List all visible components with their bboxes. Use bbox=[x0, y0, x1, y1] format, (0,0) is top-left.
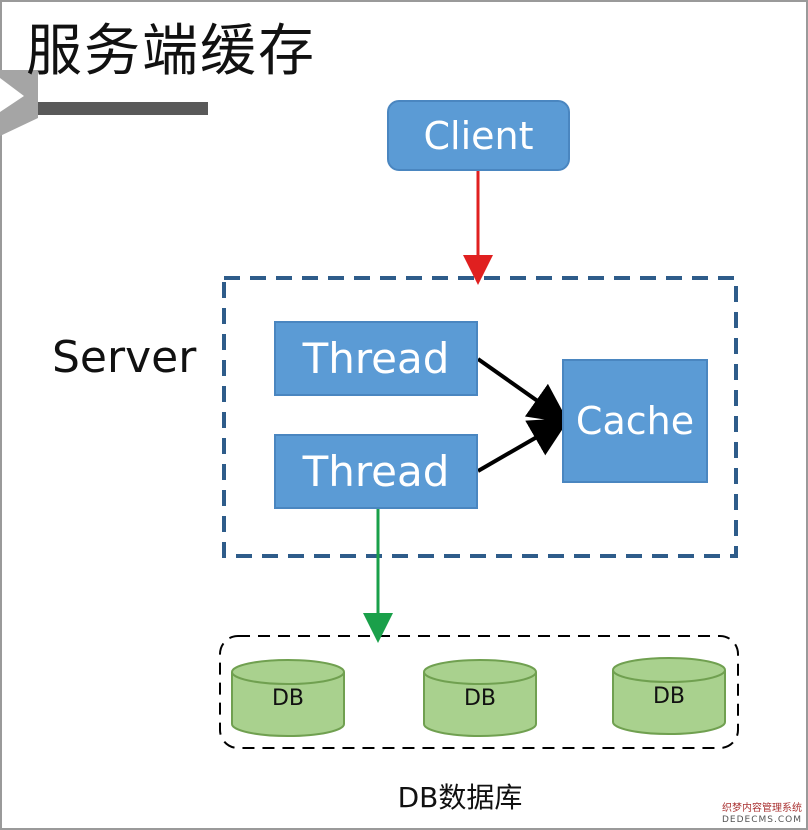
thread1-to-cache-arrow bbox=[476, 357, 570, 424]
watermark-line2: DEDECMS.COM bbox=[722, 815, 802, 826]
db-cylinder-3 bbox=[612, 657, 726, 735]
db-group-container bbox=[219, 635, 739, 749]
db-label-3: DB bbox=[652, 684, 686, 709]
db-label-1: DB bbox=[271, 686, 305, 711]
watermark-line1: 织梦内容管理系统 bbox=[722, 803, 802, 815]
title-underline bbox=[38, 102, 208, 115]
cache-node: Cache bbox=[562, 359, 708, 483]
thread-node-top: Thread bbox=[274, 321, 478, 396]
db-group-caption: DB数据库 bbox=[397, 781, 523, 814]
server-label: Server bbox=[52, 332, 197, 383]
title-tab-notch bbox=[0, 78, 24, 112]
thread2-to-cache-arrow bbox=[477, 418, 570, 473]
client-node: Client bbox=[387, 100, 570, 171]
watermark: 织梦内容管理系统 DEDECMS.COM bbox=[690, 803, 802, 826]
db-cylinder-1 bbox=[231, 659, 345, 737]
db-label-2: DB bbox=[463, 686, 497, 711]
page-title: 服务端缓存 bbox=[26, 19, 316, 84]
thread-node-bottom: Thread bbox=[274, 434, 478, 509]
db-cylinder-2 bbox=[423, 659, 537, 737]
server-container bbox=[222, 276, 738, 558]
